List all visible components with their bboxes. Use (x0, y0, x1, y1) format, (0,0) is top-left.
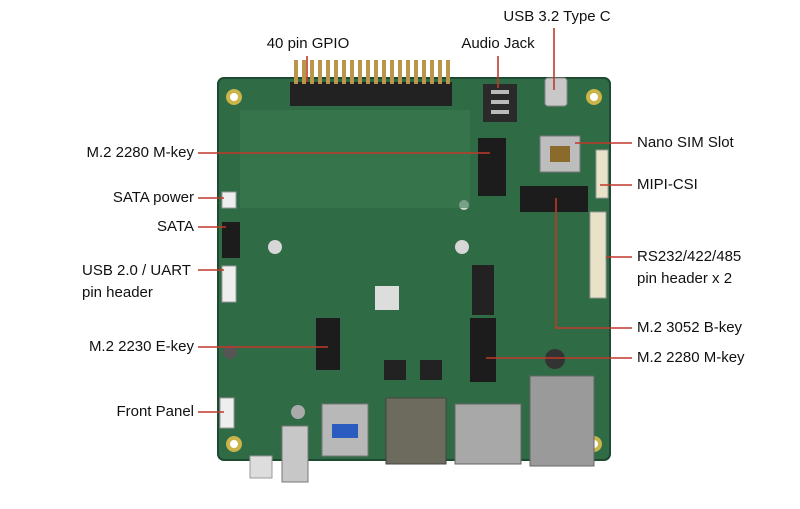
front-panel-header (219, 397, 235, 429)
label-m2-2230-ekey: M.2 2230 E-key (88, 338, 194, 355)
label-sata-power: SATA power (112, 189, 194, 206)
lan-port-2 (529, 375, 595, 467)
m2-3052-bkey-slot (520, 186, 588, 212)
label-front-panel: Front Panel (116, 403, 194, 420)
label-mipi-csi: MIPI-CSI (637, 176, 698, 193)
m2-2280-mkey-top-slot (478, 138, 506, 196)
uart-header (221, 265, 237, 303)
rs232-header-1 (589, 211, 607, 299)
sata-power-connector (221, 191, 237, 209)
label-rs232-line1: RS232/422/485 (637, 248, 742, 265)
power-jack (281, 425, 309, 483)
lan-port-1 (454, 403, 522, 465)
m2-2230-ekey-slot (316, 318, 340, 370)
label-usb32-typec: USB 3.2 Type C (503, 8, 611, 25)
label-audio-jack: Audio Jack (461, 35, 535, 52)
label-gpio: 40 pin GPIO (266, 35, 350, 52)
label-m2-2280-mkey-bottom: M.2 2280 M-key (637, 349, 745, 366)
label-sata: SATA (157, 218, 194, 235)
hdmi-dp-port (385, 397, 447, 465)
label-nano-sim: Nano SIM Slot (637, 134, 734, 151)
label-usb2-uart-line1: USB 2.0 / UART (82, 262, 191, 279)
usb-typec-port (544, 77, 568, 107)
label-m2-2280-mkey-top: M.2 2280 M-key (86, 144, 194, 161)
label-usb2-uart-line2: pin header (82, 284, 153, 301)
label-rs232-line2: pin header x 2 (637, 270, 733, 287)
leader-bkey (555, 198, 632, 329)
label-m2-3052-bkey: M.2 3052 B-key (637, 319, 743, 336)
leader-lines (198, 28, 632, 413)
m2-2280-mkey-bottom-slot (470, 318, 496, 382)
sata-connector (222, 222, 240, 258)
gpio-header (290, 60, 452, 106)
audio-jack (483, 84, 517, 122)
mipi-csi-connector (595, 149, 609, 199)
